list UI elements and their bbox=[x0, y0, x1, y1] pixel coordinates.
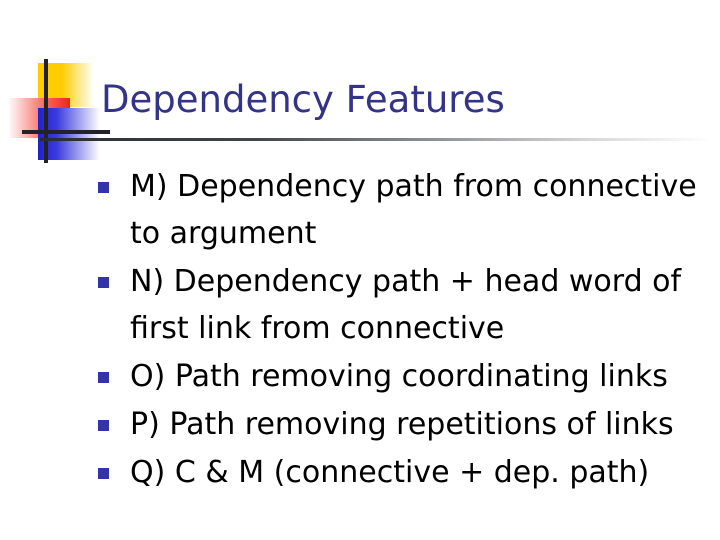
list-item: Q) C & M (connective + dep. path) bbox=[96, 449, 712, 496]
list-item-label: P) Path removing repetitions of links bbox=[130, 407, 674, 442]
list-item-label: M) Dependency path from connective to ar… bbox=[130, 169, 697, 251]
title-divider bbox=[40, 138, 712, 141]
bullet-square-icon bbox=[98, 468, 109, 479]
bullet-square-icon bbox=[98, 372, 109, 383]
list-item-label: O) Path removing coordinating links bbox=[130, 359, 668, 394]
bullet-square-icon bbox=[98, 277, 109, 288]
list-item: P) Path removing repetitions of links bbox=[96, 401, 712, 448]
list-item-label: Q) C & M (connective + dep. path) bbox=[130, 455, 650, 490]
logo-vertical-bar-icon bbox=[44, 59, 48, 163]
bullet-square-icon bbox=[98, 182, 109, 193]
slide-bullet-list: M) Dependency path from connective to ar… bbox=[96, 163, 712, 497]
list-item: M) Dependency path from connective to ar… bbox=[96, 163, 712, 257]
list-item-label: N) Dependency path + head word of first … bbox=[130, 264, 682, 346]
bullet-square-icon bbox=[98, 420, 109, 431]
list-item: N) Dependency path + head word of first … bbox=[96, 258, 712, 352]
logo-horizontal-bar-icon bbox=[22, 130, 110, 134]
slide-logo-decoration bbox=[0, 50, 140, 170]
list-item: O) Path removing coordinating links bbox=[96, 353, 712, 400]
slide-title: Dependency Features bbox=[101, 78, 505, 121]
logo-blue-block-icon bbox=[38, 108, 100, 160]
